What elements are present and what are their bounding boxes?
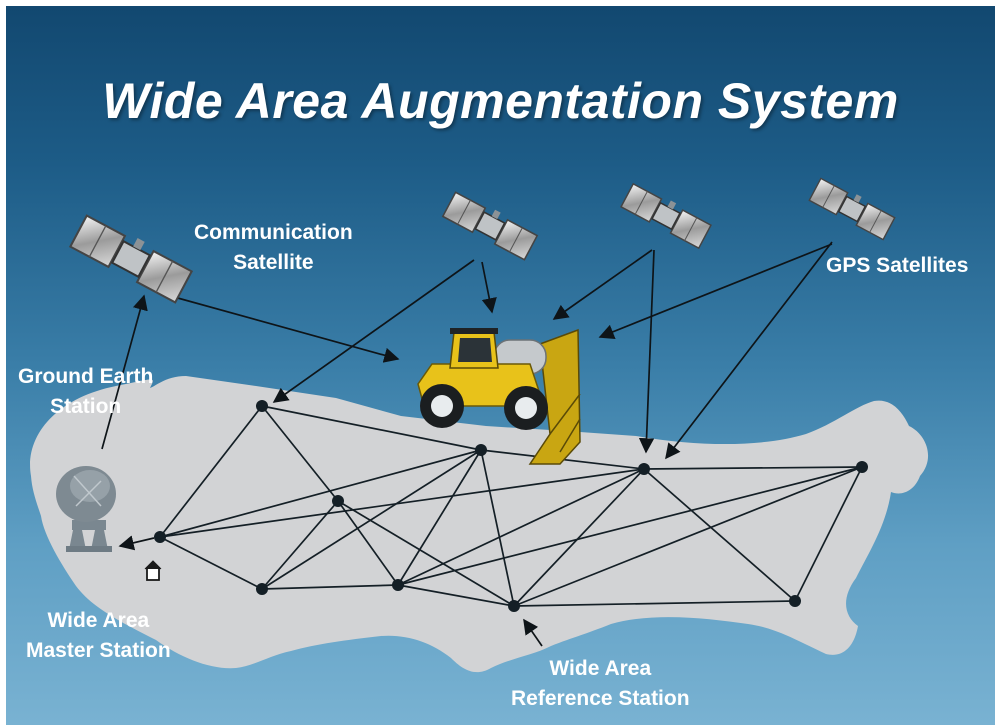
reference-station-node xyxy=(256,400,268,412)
network-link xyxy=(397,466,863,586)
network-link xyxy=(337,500,515,607)
sprayer-vehicle-icon xyxy=(417,328,581,465)
network-link xyxy=(513,600,796,607)
network-link xyxy=(159,468,645,538)
network-link xyxy=(643,466,863,470)
reference-station-node xyxy=(638,463,650,475)
signal-arrow xyxy=(101,294,148,450)
network-link xyxy=(159,536,263,590)
network-link xyxy=(261,584,399,590)
network-link xyxy=(397,468,645,586)
network-link xyxy=(397,449,482,586)
communication-satellite-label: Communication Satellite xyxy=(194,221,353,274)
reference-station-node xyxy=(856,461,868,473)
master-station-building-icon xyxy=(144,560,162,581)
network-link xyxy=(397,584,515,607)
reference-station-node xyxy=(789,595,801,607)
reference-station-node xyxy=(475,444,487,456)
wide-area-reference-station-label: Wide Area Reference Station xyxy=(511,657,690,710)
network-link xyxy=(513,466,863,607)
signal-arrow xyxy=(272,259,475,403)
reference-station-node xyxy=(392,579,404,591)
network-link xyxy=(261,449,482,590)
signal-arrow xyxy=(665,241,833,460)
network-link xyxy=(159,449,482,538)
ground-earth-station-dish-icon xyxy=(56,466,116,552)
signal-arrow xyxy=(118,535,155,551)
reference-station-node xyxy=(332,495,344,507)
network-link xyxy=(480,449,515,607)
network-link xyxy=(261,405,482,451)
us-map-landmass xyxy=(30,376,929,673)
gps-satellite-icon xyxy=(808,177,896,241)
network-link xyxy=(513,468,645,607)
signal-arrow xyxy=(481,261,497,314)
network-link xyxy=(643,468,796,602)
signal-arrow xyxy=(598,243,833,339)
signal-arrow xyxy=(638,249,655,454)
wide-area-master-station-label: Wide Area Master Station xyxy=(26,609,171,662)
network-link xyxy=(337,500,399,586)
network-link xyxy=(794,466,863,602)
signal-arrow xyxy=(155,291,400,363)
reference-station-node xyxy=(154,531,166,543)
signal-arrow xyxy=(552,249,653,320)
ground-earth-station-label: Ground Earth Station xyxy=(18,365,154,418)
diagram-canvas xyxy=(30,177,929,673)
network-link xyxy=(261,405,339,502)
network-link xyxy=(159,405,263,538)
network-link xyxy=(261,500,339,590)
communication-satellite-icon xyxy=(68,214,194,304)
reference-station-node xyxy=(256,583,268,595)
reference-station-node xyxy=(508,600,520,612)
diagram-title: Wide Area Augmentation System xyxy=(102,73,899,129)
signal-arrow xyxy=(523,618,543,647)
waas-diagram: Wide Area Augmentation System Communicat… xyxy=(6,6,995,725)
gps-satellites-label: GPS Satellites xyxy=(826,254,969,277)
gps-satellite-icon xyxy=(620,182,712,250)
gps-satellite-icon xyxy=(441,191,539,261)
